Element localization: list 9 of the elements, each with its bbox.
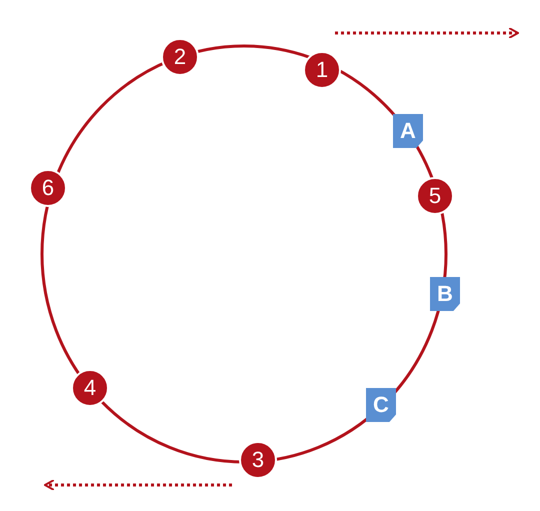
node-circle: 5 [416,177,454,215]
node-circle: 3 [239,441,277,479]
node-circle: 6 [29,169,67,207]
node-circle: 1 [303,51,341,89]
node-circle: 2 [161,38,199,76]
key-tag: C [366,388,396,422]
key-tag: B [430,277,460,311]
key-tag: A [393,114,423,148]
node-circle: 4 [71,369,109,407]
